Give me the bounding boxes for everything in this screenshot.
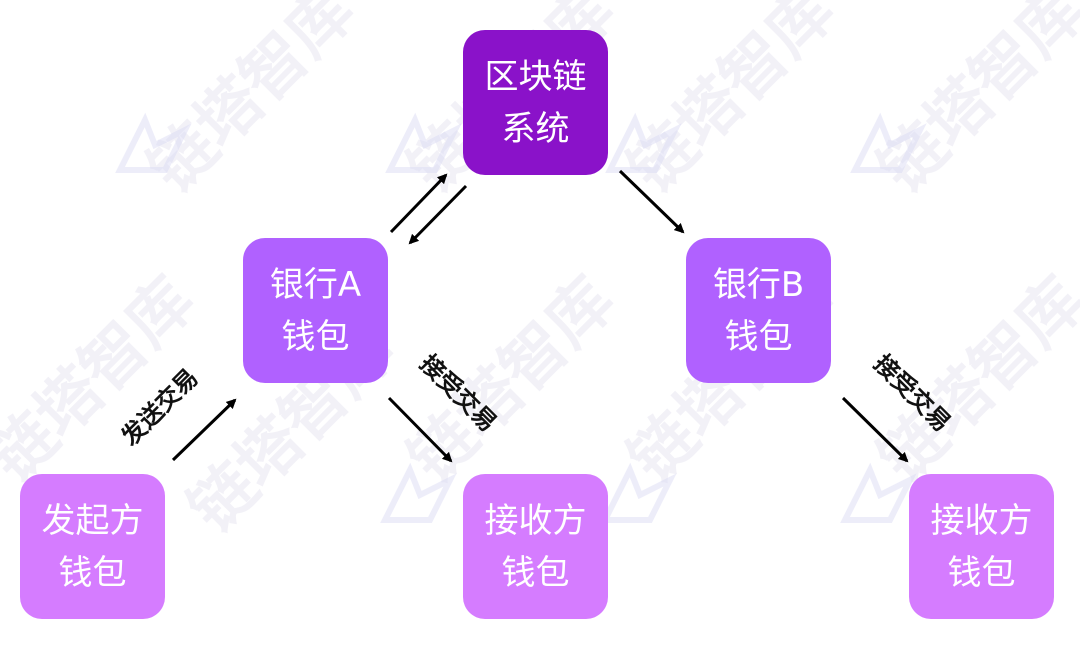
arrow-bank-a-to-receiver [387,396,453,463]
arrow-sender-to-bank-a [171,398,237,462]
node-label-line2: 钱包 [501,552,570,593]
node-label-line1: 银行A [269,264,362,305]
watermark-logo-icon [840,462,917,523]
node-label-line2: 钱包 [58,552,127,593]
node-label-line1: 发起方 [41,500,144,541]
arrow-bank-b-to-receiver [841,396,909,463]
node-label-line1: 接收方 [930,500,1033,541]
node-label-line1: 接收方 [484,500,587,541]
watermark-logo-icon [605,112,682,173]
node-bank-a-wallet: 银行A 钱包 [243,238,388,383]
arrow-bank-a-to-system [389,173,448,234]
node-label-line2: 钱包 [724,316,793,357]
watermark-logo-icon [850,112,927,173]
watermark-logo-icon [380,462,457,523]
watermark-logo-icon [385,112,462,173]
node-receiver-wallet-b: 接收方 钱包 [909,474,1054,619]
node-bank-b-wallet: 银行B 钱包 [686,238,831,383]
node-sender-wallet: 发起方 钱包 [20,474,165,619]
watermark-logo-icon [115,112,192,173]
node-label-line1: 银行B [712,264,805,305]
node-label-line2: 钱包 [281,316,350,357]
watermark-logo-icon [600,462,677,523]
node-label-line1: 区块链 [484,56,587,97]
arrow-system-to-bank-b [618,169,685,234]
node-label-line2: 钱包 [947,552,1016,593]
node-blockchain-system: 区块链 系统 [463,30,608,175]
node-label-line2: 系统 [501,108,570,149]
node-receiver-wallet-a: 接收方 钱包 [463,474,608,619]
arrow-system-to-bank-a [408,184,468,245]
